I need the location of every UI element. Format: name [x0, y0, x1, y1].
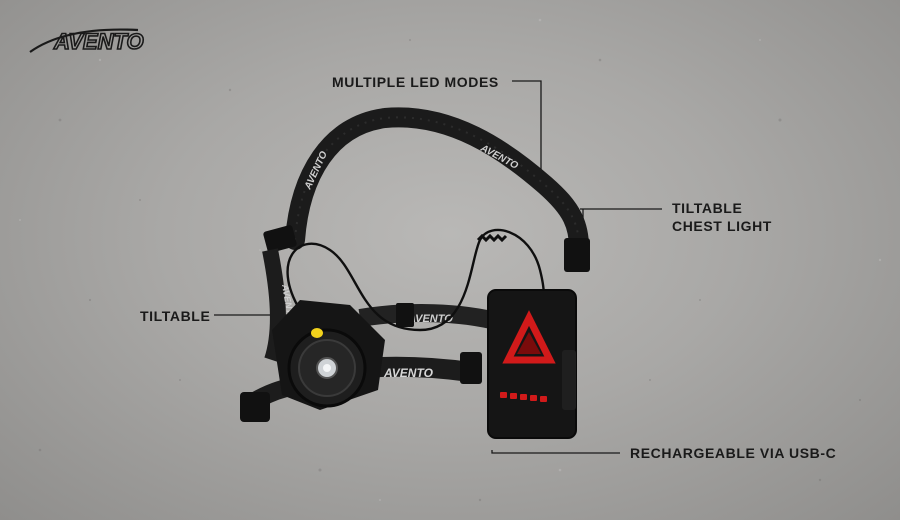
avento-logo: AVENTO [29, 28, 144, 54]
callout-text: CHEST LIGHT [672, 218, 772, 234]
callout-text: RECHARGEABLE VIA USB-C [630, 445, 837, 461]
strap-buckle [460, 352, 482, 384]
callout-tiltable: TILTABLE [140, 307, 210, 325]
svg-text:AVENTO: AVENTO [383, 366, 434, 380]
leader-line-usb [491, 450, 620, 454]
red-led-row [500, 392, 547, 402]
svg-text:AVENTO: AVENTO [53, 29, 144, 54]
callout-tiltable-chest-light: TILTABLE CHEST LIGHT [672, 199, 772, 235]
power-button [311, 328, 323, 338]
strap-buckle [564, 238, 590, 272]
leader-line-led-modes [512, 80, 542, 172]
callout-multiple-led-modes: MULTIPLE LED MODES [332, 73, 499, 91]
side-strap [262, 248, 286, 363]
warning-triangle [502, 310, 556, 364]
callout-text: TILTABLE [140, 308, 211, 324]
strap-buckle [263, 225, 297, 253]
cross-strap [358, 304, 503, 331]
svg-text:AVENTO: AVENTO [407, 313, 453, 325]
strap-buckle [240, 392, 270, 422]
callout-rechargeable-usb-c: RECHARGEABLE VIA USB-C [630, 444, 836, 462]
callout-text: TILTABLE [672, 200, 743, 216]
cable [286, 228, 545, 332]
callout-text: MULTIPLE LED MODES [332, 74, 499, 90]
